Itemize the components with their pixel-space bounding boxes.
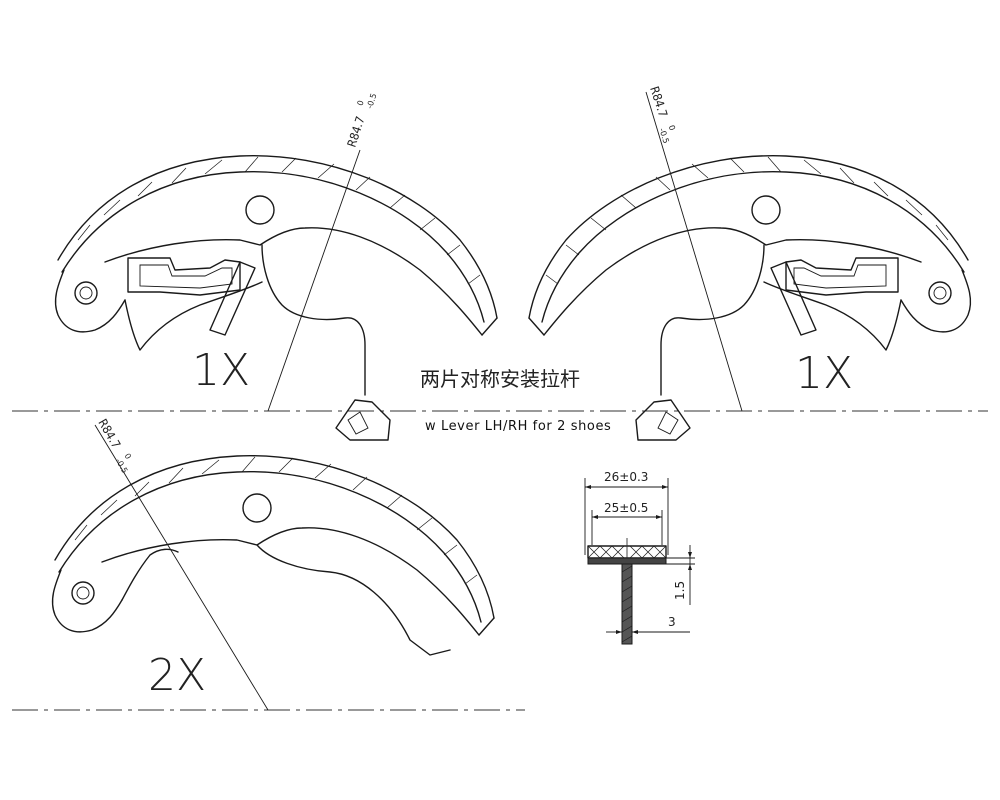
radius-upper-tol: 0 <box>356 99 366 107</box>
dim-height: 1.5 <box>673 581 687 600</box>
shoe-top-right <box>528 91 972 441</box>
radius-upper-tol: 0 <box>122 452 132 461</box>
radius-value: R84.7 <box>95 417 123 451</box>
note-chinese: 两片对称安装拉杆 <box>420 367 580 391</box>
center-lines <box>12 410 988 711</box>
qty-label-top-right: 1X <box>795 348 853 399</box>
radius-callout-bottom: R84.7 0 -0.5 <box>95 417 132 475</box>
radius-callout-top-left: R84.7 0 -0.5 <box>345 92 379 149</box>
dim-width-outer: 26±0.3 <box>604 470 648 484</box>
shoe-top-left <box>54 149 498 441</box>
cross-section-detail: 26±0.3 25±0.5 1.5 <box>584 470 695 645</box>
note-english: w Lever LH/RH for 2 shoes <box>425 419 611 434</box>
qty-label-top-left: 1X <box>192 345 250 396</box>
qty-label-bottom: 2X <box>148 650 206 701</box>
shoe-bottom <box>51 424 495 711</box>
radius-upper-tol: 0 <box>667 124 677 132</box>
dim-web-thickness: 3 <box>668 615 676 629</box>
radius-value: R84.7 <box>647 85 670 119</box>
radius-value: R84.7 <box>345 115 368 149</box>
radius-lower-tol: -0.5 <box>365 92 378 110</box>
radius-callout-top-right: R84.7 0 -0.5 <box>647 85 677 145</box>
dim-width-lining: 25±0.5 <box>604 501 648 515</box>
